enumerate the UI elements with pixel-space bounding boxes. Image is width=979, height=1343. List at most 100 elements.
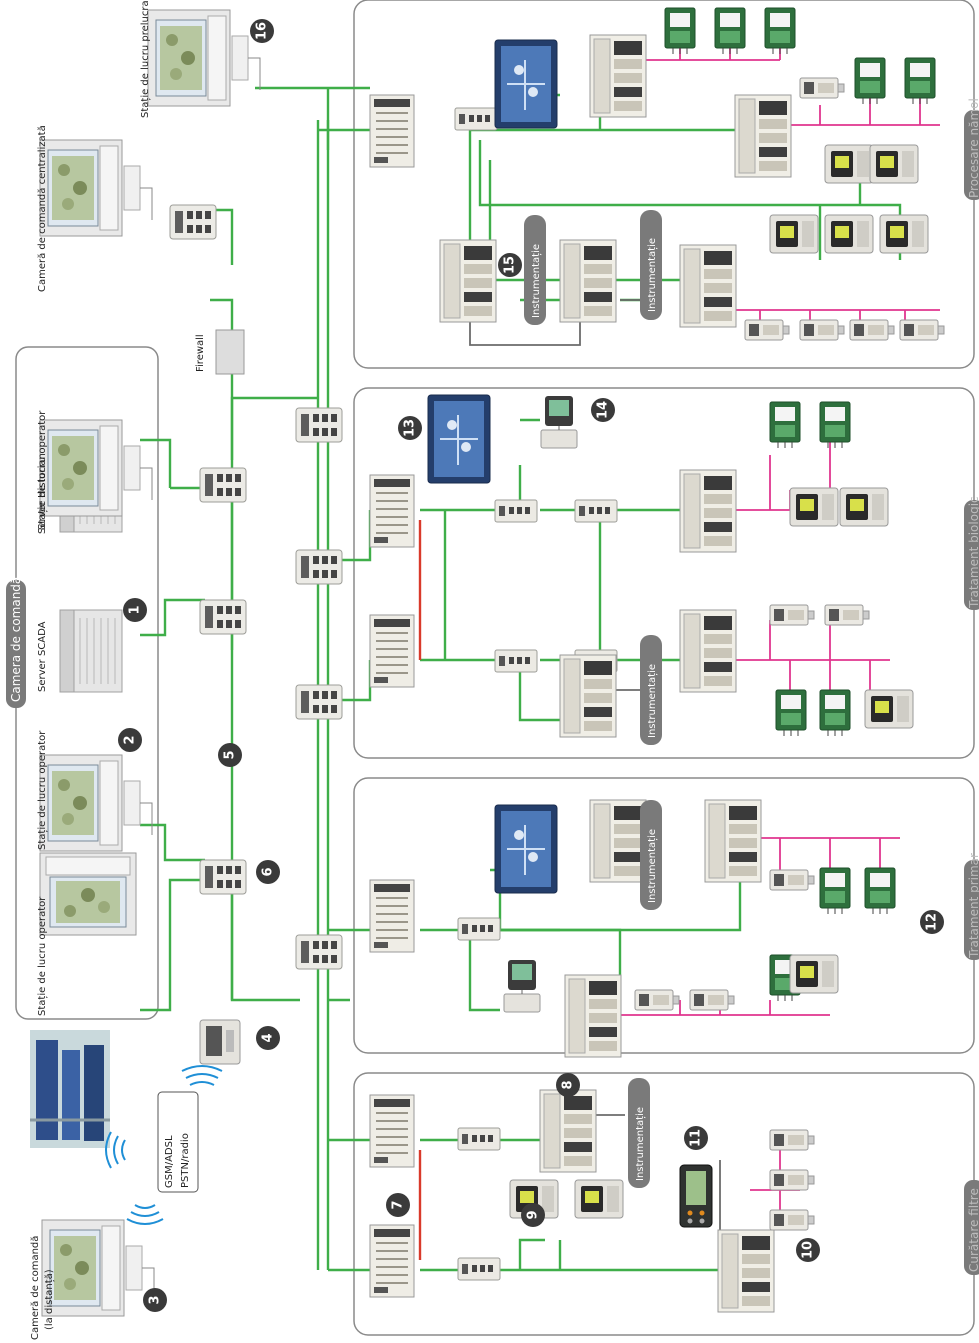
io-module-icon[interactable] bbox=[799, 319, 845, 341]
svg-text:6: 6 bbox=[261, 867, 276, 876]
plc-rack-icon[interactable] bbox=[589, 799, 647, 883]
variable-speed-drive-icon[interactable] bbox=[664, 7, 696, 55]
variable-speed-drive-icon[interactable] bbox=[864, 867, 896, 915]
plc-rack-icon[interactable] bbox=[369, 474, 415, 548]
io-module-icon[interactable] bbox=[769, 604, 815, 626]
modem-4[interactable] bbox=[199, 1019, 241, 1065]
variable-speed-drive-icon[interactable] bbox=[819, 867, 851, 915]
section-title-1: Procesare nămol bbox=[964, 98, 979, 200]
plc-rack-icon[interactable] bbox=[369, 94, 415, 168]
soft-starter-icon[interactable] bbox=[879, 214, 929, 254]
plc-rack-icon[interactable] bbox=[717, 1229, 775, 1313]
network-switch-icon[interactable] bbox=[295, 934, 343, 970]
callout-badge-2: 2 bbox=[118, 728, 142, 752]
io-module-icon[interactable] bbox=[769, 1209, 815, 1231]
plc-rack-icon[interactable] bbox=[559, 239, 617, 323]
io-module-icon[interactable] bbox=[799, 77, 845, 99]
network-switch-icon[interactable] bbox=[295, 684, 343, 720]
label-op-station-1: Stație de lucru operator bbox=[37, 896, 48, 1016]
plc-rack-icon[interactable] bbox=[679, 244, 737, 328]
variable-speed-drive-icon[interactable] bbox=[904, 57, 936, 105]
plc-rack-icon[interactable] bbox=[439, 239, 497, 323]
variable-speed-drive-icon[interactable] bbox=[764, 7, 796, 55]
svg-text:Tratament biologic: Tratament biologic bbox=[967, 496, 979, 609]
plc-rack-icon[interactable] bbox=[369, 1224, 415, 1298]
plc-rack-icon[interactable] bbox=[734, 94, 792, 178]
variable-speed-drive-icon[interactable] bbox=[714, 7, 746, 55]
hmi-panel-icon[interactable] bbox=[427, 394, 491, 484]
label-remote-room-line1: Cameră de comandă bbox=[30, 1236, 41, 1340]
soft-starter-icon[interactable] bbox=[824, 214, 874, 254]
plc-rack-icon[interactable] bbox=[369, 1094, 415, 1168]
operator-station-2[interactable] bbox=[39, 754, 153, 852]
plc-rack-icon[interactable] bbox=[679, 469, 737, 553]
firewall-device[interactable] bbox=[215, 329, 245, 375]
network-switch-icon[interactable] bbox=[169, 204, 217, 240]
hmi-panel-icon[interactable] bbox=[494, 39, 558, 129]
network-switch-icon[interactable] bbox=[199, 859, 247, 895]
svg-text:3: 3 bbox=[148, 1295, 163, 1304]
instrumentation-pill: Instrumentație bbox=[524, 215, 546, 325]
server-scada[interactable] bbox=[59, 609, 123, 693]
svg-text:Camera de comandă: Camera de comandă bbox=[9, 577, 23, 702]
power-meter-icon[interactable] bbox=[503, 959, 541, 1013]
variable-speed-drive-icon[interactable] bbox=[854, 57, 886, 105]
plc-rack-icon[interactable] bbox=[369, 614, 415, 688]
soft-starter-icon[interactable] bbox=[769, 214, 819, 254]
central-control-room-station[interactable] bbox=[39, 139, 153, 237]
network-switch-icon[interactable] bbox=[494, 649, 538, 673]
soft-starter-icon[interactable] bbox=[789, 954, 839, 994]
io-module-icon[interactable] bbox=[744, 319, 790, 341]
io-module-icon[interactable] bbox=[769, 1169, 815, 1191]
plc-rack-icon[interactable] bbox=[589, 34, 647, 118]
io-module-icon[interactable] bbox=[769, 1129, 815, 1151]
plc-rack-icon[interactable] bbox=[369, 879, 415, 953]
soft-starter-icon[interactable] bbox=[824, 144, 874, 184]
remote-control-room-station[interactable] bbox=[41, 1219, 155, 1317]
label-op-station-2: Stație de lucru operator bbox=[37, 730, 48, 850]
soft-starter-icon[interactable] bbox=[789, 487, 839, 527]
variable-speed-drive-icon[interactable] bbox=[819, 401, 851, 449]
io-module-icon[interactable] bbox=[899, 319, 945, 341]
callout-badge-6: 6 bbox=[256, 860, 280, 884]
plc-rack-icon[interactable] bbox=[704, 799, 762, 883]
plc-rack-icon[interactable] bbox=[539, 1089, 597, 1173]
operator-station-3[interactable] bbox=[39, 419, 153, 517]
soft-starter-icon[interactable] bbox=[574, 1179, 624, 1219]
network-switch-icon[interactable] bbox=[574, 499, 618, 523]
display-terminal-icon[interactable] bbox=[679, 1164, 713, 1228]
io-module-icon[interactable] bbox=[634, 989, 680, 1011]
io-module-icon[interactable] bbox=[849, 319, 895, 341]
network-switch-icon[interactable] bbox=[454, 107, 498, 131]
data-processing-station[interactable] bbox=[147, 9, 261, 107]
svg-text:5: 5 bbox=[223, 750, 238, 759]
io-module-icon[interactable] bbox=[769, 869, 815, 891]
power-meter-icon[interactable] bbox=[540, 395, 578, 449]
plc-rack-icon[interactable] bbox=[679, 609, 737, 693]
hmi-panel-icon[interactable] bbox=[494, 804, 558, 894]
svg-text:9: 9 bbox=[526, 1210, 541, 1219]
soft-starter-icon[interactable] bbox=[864, 689, 914, 729]
svg-text:11: 11 bbox=[689, 1129, 704, 1147]
network-switch-icon[interactable] bbox=[457, 1127, 501, 1151]
variable-speed-drive-icon[interactable] bbox=[775, 689, 807, 737]
network-switch-icon[interactable] bbox=[199, 599, 247, 635]
network-switch-icon[interactable] bbox=[295, 407, 343, 443]
network-switch-icon[interactable] bbox=[199, 467, 247, 503]
svg-text:Instrumentație: Instrumentație bbox=[531, 244, 542, 318]
soft-starter-icon[interactable] bbox=[839, 487, 889, 527]
io-module-icon[interactable] bbox=[824, 604, 870, 626]
network-switch-icon[interactable] bbox=[295, 549, 343, 585]
plc-rack-icon[interactable] bbox=[559, 654, 617, 738]
network-switch-icon[interactable] bbox=[457, 917, 501, 941]
callout-badge-4: 4 bbox=[256, 1026, 280, 1050]
variable-speed-drive-icon[interactable] bbox=[769, 401, 801, 449]
network-switch-icon[interactable] bbox=[494, 499, 538, 523]
network-switch-icon[interactable] bbox=[457, 1257, 501, 1281]
variable-speed-drive-icon[interactable] bbox=[819, 689, 851, 737]
plc-rack-icon[interactable] bbox=[564, 974, 622, 1058]
io-module-icon[interactable] bbox=[689, 989, 735, 1011]
svg-text:8: 8 bbox=[561, 1080, 576, 1089]
soft-starter-icon[interactable] bbox=[869, 144, 919, 184]
comm-label: GSM/ADSL PSTN/radio bbox=[157, 1091, 199, 1193]
